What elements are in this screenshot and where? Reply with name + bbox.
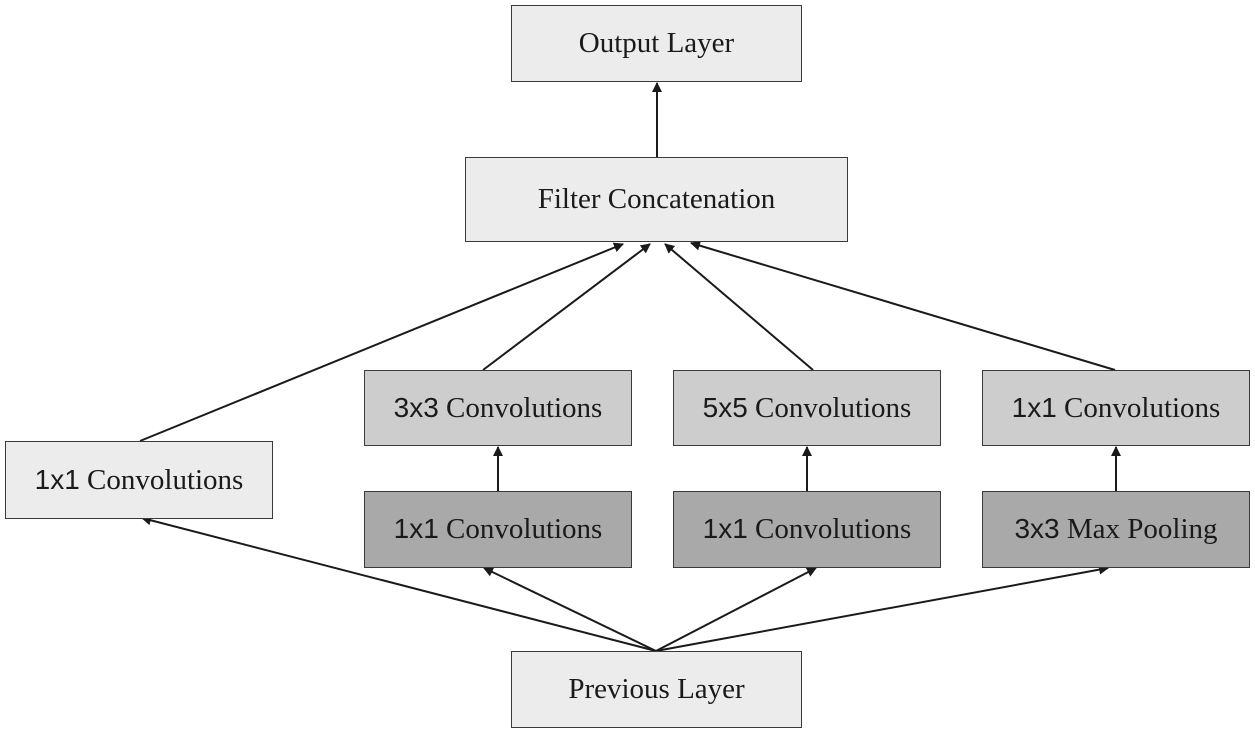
branch4-maxpool3x3-box: 3x3 Max Pooling (982, 491, 1250, 568)
branch2-reduce1x1-kernel: 1x1 (393, 513, 439, 544)
branch3-reduce1x1-box: 1x1 Convolutions (673, 491, 941, 568)
arrow-prev-to-branch1 (141, 515, 657, 652)
branch4-maxpool3x3-op: Max Pooling (1059, 513, 1218, 545)
branch4-maxpool3x3-label: 3x3 Max Pooling (1014, 513, 1217, 546)
arrow-prev-to-maxpool (655, 564, 1109, 652)
previous-layer-box: Previous Layer (511, 651, 802, 728)
filter-concatenation-box: Filter Concatenation (465, 157, 848, 242)
branch2-reduce1x1-op: Convolutions (438, 513, 603, 545)
filter-concatenation-label: Filter Concatenation (537, 183, 776, 215)
arrow-branch2-to-concat (482, 243, 651, 371)
branch4-conv1x1-label: 1x1 Convolutions (1012, 392, 1221, 425)
branch1-conv1x1-label: 1x1 Convolutions (35, 464, 244, 497)
branch2-reduce1x1-box: 1x1 Convolutions (364, 491, 632, 568)
branch4-conv1x1-box: 1x1 Convolutions (982, 370, 1250, 446)
branch2-reduce1x1-label: 1x1 Convolutions (394, 513, 603, 546)
branch4-conv1x1-op: Convolutions (1056, 391, 1221, 424)
branch2-conv3x3-op: Convolutions (438, 391, 603, 424)
branch3-conv5x5-label: 5x5 Convolutions (703, 392, 912, 425)
previous-layer-label: Previous Layer (568, 673, 745, 705)
arrow-prev-to-reduce3 (655, 567, 817, 652)
branch3-reduce1x1-op: Convolutions (747, 513, 912, 545)
branch3-conv5x5-kernel: 5x5 (702, 391, 748, 423)
branch2-conv3x3-kernel: 3x3 (393, 391, 439, 423)
branch3-conv5x5-box: 5x5 Convolutions (673, 370, 941, 446)
branch2-conv3x3-box: 3x3 Convolutions (364, 370, 632, 446)
output-layer-label: Output Layer (578, 27, 735, 59)
branch1-conv1x1-kernel: 1x1 (34, 463, 80, 495)
branch4-maxpool3x3-kernel: 3x3 (1014, 513, 1060, 544)
branch2-conv3x3-label: 3x3 Convolutions (394, 392, 603, 425)
branch3-reduce1x1-label: 1x1 Convolutions (703, 513, 912, 546)
arrow-branch4-to-concat (690, 240, 1116, 371)
branch3-reduce1x1-kernel: 1x1 (702, 513, 748, 544)
output-layer-box: Output Layer (511, 5, 802, 82)
arrow-branch1-to-concat (139, 242, 624, 442)
arrow-branch3-to-concat (664, 243, 814, 371)
branch4-conv1x1-kernel: 1x1 (1011, 391, 1057, 423)
branch3-conv5x5-op: Convolutions (747, 391, 912, 424)
branch1-conv1x1-op: Convolutions (79, 463, 244, 496)
arrow-prev-to-reduce2 (483, 567, 657, 652)
branch1-conv1x1-box: 1x1 Convolutions (5, 441, 273, 519)
